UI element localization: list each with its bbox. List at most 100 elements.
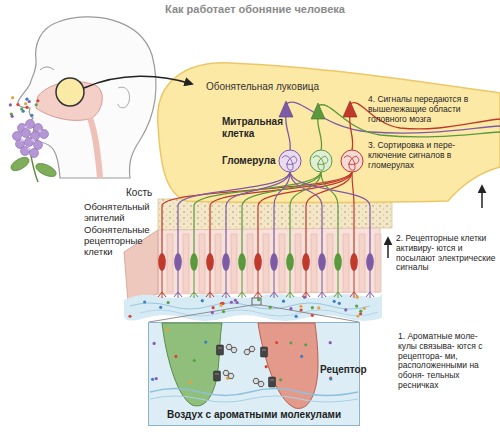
bound-molecule <box>228 373 234 378</box>
glomerulus-tangle <box>313 156 328 170</box>
step-note: 1. Ароматные моле- кулы связыва- ются с … <box>398 332 492 391</box>
receptor-protein <box>217 345 224 355</box>
receptor-protein <box>214 371 221 381</box>
odor-molecule <box>30 114 33 117</box>
node-title: Обонятельная луковица <box>206 81 376 93</box>
ear <box>118 87 130 108</box>
part-label: Гломерула <box>222 155 286 167</box>
olfactory-bulb-shape <box>148 55 500 215</box>
odor-molecule <box>211 311 214 314</box>
odor-molecule <box>35 103 38 106</box>
odor-molecule <box>329 341 332 344</box>
receptor-axon <box>226 171 290 254</box>
callout-frame <box>252 298 261 305</box>
lilac-petal <box>27 147 30 150</box>
diagram-title: Как работает обоняние человека <box>10 3 500 16</box>
odor-molecule <box>174 355 177 358</box>
supporting-cell <box>359 234 365 292</box>
supporting-cell <box>343 234 349 292</box>
receptor-axon <box>352 171 354 254</box>
supporting-cell <box>231 234 237 292</box>
odor-molecule <box>329 377 332 380</box>
lilac-petal <box>31 138 34 141</box>
receptor-detail <box>262 350 266 351</box>
mitral-cell <box>311 103 325 119</box>
odor-molecule <box>299 305 302 308</box>
epithelium-band <box>158 228 380 294</box>
odor-molecule <box>300 355 303 358</box>
odor-molecule <box>359 312 362 315</box>
olfactory-bulb: Обонятельная луковица <box>148 55 500 215</box>
lilac-blossom <box>34 124 43 133</box>
step-note: 2. Рецепторные клетки активиру- ются и п… <box>396 234 496 273</box>
receptor-dendrite <box>174 270 182 298</box>
receptor-cell <box>350 253 358 271</box>
odor-molecule <box>25 98 28 101</box>
glomerulus <box>310 150 332 172</box>
node-title: Воздух с ароматными молекулами <box>149 409 359 421</box>
odor-molecule <box>167 301 170 304</box>
receptor-cell <box>254 253 262 271</box>
lilac-blossom <box>22 129 31 138</box>
odor-molecule <box>166 328 169 331</box>
cilium <box>258 323 318 408</box>
receptor-axon <box>290 171 321 254</box>
odor-molecule <box>279 378 282 381</box>
bound-molecule <box>249 346 255 351</box>
receptor-cell <box>302 253 310 271</box>
odor-molecule <box>159 306 162 309</box>
receptor-detail <box>270 380 274 381</box>
supporting-cell <box>247 234 253 292</box>
odor-molecule <box>204 340 207 343</box>
receptor-axon <box>306 171 352 254</box>
bound-molecule <box>244 349 250 354</box>
part-label: Обонятельные рецепторные клетки <box>84 225 154 258</box>
cilium <box>162 323 222 406</box>
receptor-dendrite <box>222 270 230 298</box>
head-outline <box>18 17 156 178</box>
supporting-cell <box>183 234 189 292</box>
odor-molecule <box>282 300 285 303</box>
receptor-dendrite <box>302 270 310 298</box>
odor-molecule <box>303 296 306 299</box>
odor-molecule <box>363 307 366 310</box>
odor-molecule <box>329 376 332 379</box>
receptor-cell <box>318 253 326 271</box>
odor-molecule <box>10 112 13 115</box>
odor-molecule <box>311 306 314 309</box>
olfactory-bulb-outline <box>158 63 500 203</box>
supporting-cell <box>311 234 317 292</box>
odor-molecule <box>304 343 307 346</box>
receptor-cell <box>238 253 246 271</box>
receptor-protein <box>261 347 268 357</box>
supporting-cell <box>375 234 381 292</box>
odor-molecule <box>236 301 239 304</box>
step-note: 3. Сортировка и пере- ключение сигналов … <box>368 141 476 170</box>
lilac-petal <box>20 138 23 141</box>
leaf <box>34 161 58 179</box>
step-arrow <box>387 238 389 258</box>
supporting-cell <box>295 234 301 292</box>
glomerulus <box>341 150 363 172</box>
receptor-axon <box>274 171 290 254</box>
lilac-blossom <box>30 149 39 158</box>
odor-molecule <box>289 307 292 310</box>
odor-molecule <box>295 315 298 318</box>
bound-molecule <box>226 344 232 349</box>
mucus-layer <box>124 294 382 321</box>
mitral-dendrite <box>350 114 353 150</box>
odor-molecule <box>275 341 278 344</box>
receptor-dendrite <box>334 270 342 298</box>
receptor-cell <box>222 253 230 271</box>
odor-molecule <box>289 341 292 344</box>
odor-molecule <box>201 299 204 302</box>
supporting-cell <box>279 234 285 292</box>
odor-molecule <box>11 115 14 118</box>
receptor-dendrite <box>254 270 262 298</box>
receptor-cell <box>366 253 374 271</box>
receptor-dendrite <box>286 270 294 298</box>
odor-molecule <box>265 365 268 368</box>
callout-line <box>261 305 359 322</box>
leaf <box>9 155 31 174</box>
odor-molecule <box>230 301 233 304</box>
